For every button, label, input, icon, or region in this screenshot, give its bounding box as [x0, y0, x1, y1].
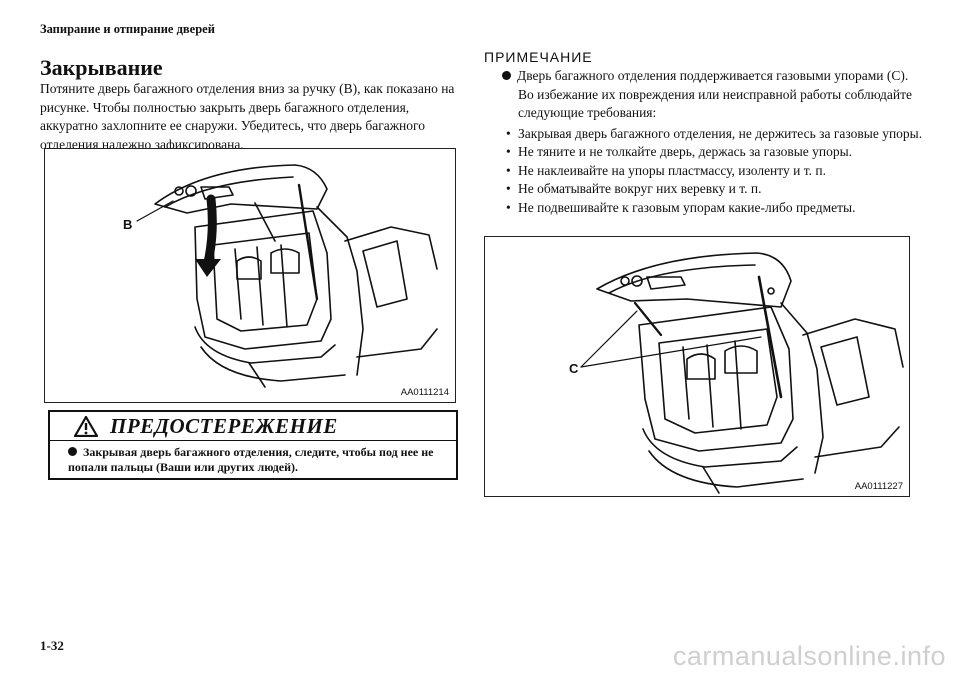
warning-title: ПРЕДОСТЕРЕЖЕНИЕ [110, 414, 338, 438]
note-main-item: Дверь багажного отделения поддерживается… [502, 67, 923, 86]
callout-label-c: C [569, 361, 579, 376]
figure-closing-tailgate: B AA0111214 [44, 148, 456, 403]
note-body: Дверь багажного отделения поддерживается… [502, 67, 923, 218]
warning-triangle-icon [74, 416, 98, 437]
tailgate-closing-illustration [136, 164, 438, 388]
warning-header: ПРЕДОСТЕРЕЖЕНИЕ [50, 412, 456, 441]
note-list-item: Не подвешивайте к газовым упорам какие-л… [503, 199, 923, 218]
page-number: 1-32 [40, 638, 64, 653]
gas-struts-illustration [580, 252, 904, 494]
figure-gas-struts: C AA0111227 [484, 236, 910, 497]
note-heading: ПРИМЕЧАНИЕ [484, 49, 593, 65]
note-requirements-intro: Во избежание их повреждения или неисправ… [518, 86, 912, 121]
figure-code: AA0111227 [854, 481, 903, 492]
warning-text: Закрывая дверь багажного отделения, след… [68, 445, 453, 475]
callout-label-b: B [123, 217, 133, 232]
warning-text-content: Закрывая дверь багажного отделения, след… [68, 445, 434, 474]
bullet-icon [502, 71, 511, 80]
note-list-item: Закрывая дверь багажного отделения, не д… [503, 125, 923, 144]
page-title: Закрывание [40, 55, 163, 80]
note-main-text: Дверь багажного отделения поддерживается… [517, 68, 909, 83]
section-header: Запирание и отпирание дверей [40, 22, 215, 36]
warning-box: ПРЕДОСТЕРЕЖЕНИЕ Закрывая дверь багажного… [48, 410, 458, 480]
note-list-item: Не наклеивайте на упоры пластмассу, изол… [503, 162, 923, 181]
watermark: carmanualsonline.info [672, 641, 946, 671]
bullet-icon [68, 447, 77, 456]
note-list-item: Не обматывайте вокруг них веревку и т. п… [503, 180, 923, 199]
note-list: Закрывая дверь багажного отделения, не д… [503, 125, 923, 218]
figure-code: AA0111214 [400, 387, 449, 398]
intro-paragraph: Потяните дверь багажного отделения вниз … [40, 81, 455, 152]
note-list-item: Не тяните и не толкайте дверь, держась з… [503, 143, 923, 162]
